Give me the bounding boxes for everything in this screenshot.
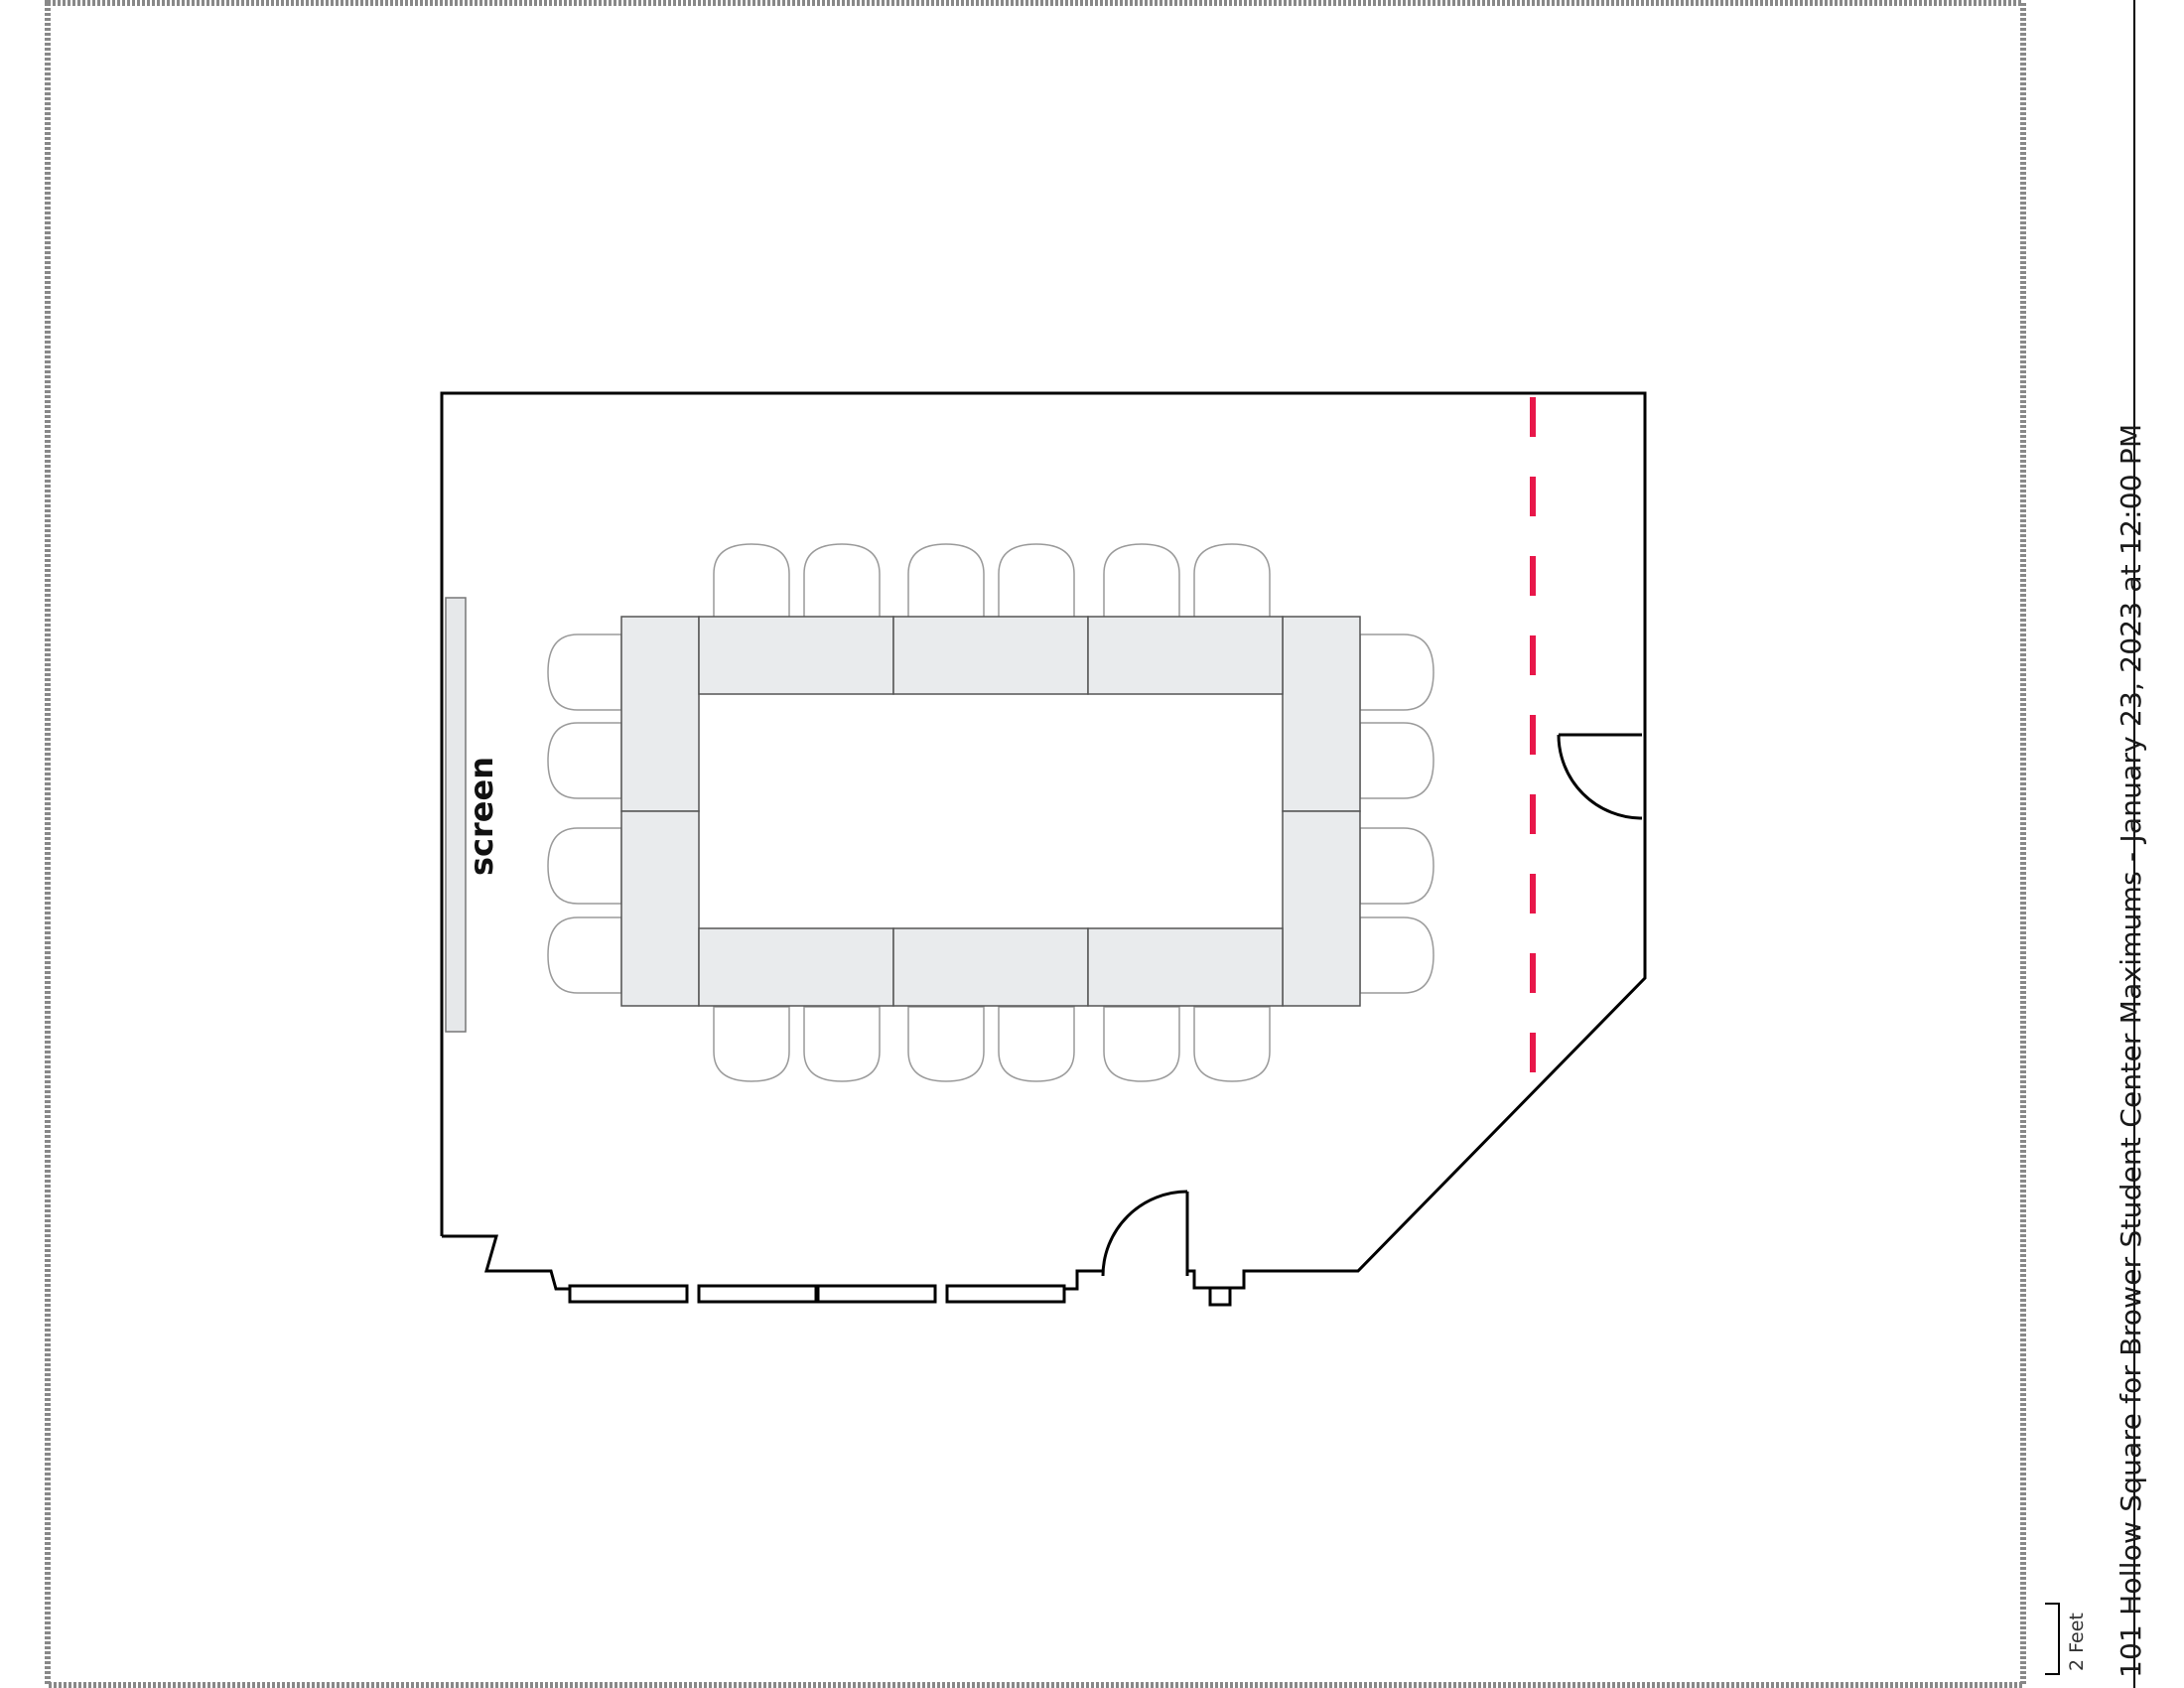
chair <box>1359 633 1434 711</box>
room-wall-bottom-left <box>442 1234 1102 1291</box>
screen-label: screen <box>463 757 500 876</box>
table <box>892 927 1089 1007</box>
title-block: 101 Hollow Square for Brower Student Cen… <box>2115 424 2147 1678</box>
table <box>1087 927 1284 1007</box>
chair <box>713 1006 790 1082</box>
page-title: 101 Hollow Square for Brower Student Cen… <box>2115 423 2147 1678</box>
chair <box>1359 916 1434 994</box>
scale-label: 2 Feet <box>2066 1613 2088 1671</box>
table <box>620 616 700 812</box>
chair <box>998 543 1075 620</box>
chair <box>547 722 622 799</box>
chairs <box>547 543 1434 1082</box>
table <box>1282 810 1361 1007</box>
table <box>1282 616 1361 812</box>
door-bottom <box>1101 1190 1189 1277</box>
room-wall <box>440 391 1647 1290</box>
door-right <box>1557 733 1643 820</box>
table <box>892 616 1089 695</box>
chair <box>547 633 622 711</box>
chair <box>998 1006 1075 1082</box>
chair <box>547 916 622 994</box>
chair <box>547 827 622 905</box>
chair <box>907 543 985 620</box>
page-border <box>45 0 2026 1688</box>
chair <box>803 543 881 620</box>
table <box>620 810 700 1007</box>
chair <box>907 1006 985 1082</box>
chair <box>713 543 790 620</box>
chair <box>1359 722 1434 799</box>
chair <box>1103 543 1180 620</box>
chair <box>1193 543 1271 620</box>
chair <box>1359 827 1434 905</box>
scale-bar <box>2045 1603 2060 1675</box>
chair <box>1103 1006 1180 1082</box>
table <box>698 927 894 1007</box>
tables <box>620 616 1361 1007</box>
chair <box>1193 1006 1271 1082</box>
windows <box>568 1284 1066 1304</box>
column <box>1208 1286 1232 1307</box>
table <box>1087 616 1284 695</box>
screen <box>445 597 467 1033</box>
table <box>698 616 894 695</box>
chair <box>803 1006 881 1082</box>
